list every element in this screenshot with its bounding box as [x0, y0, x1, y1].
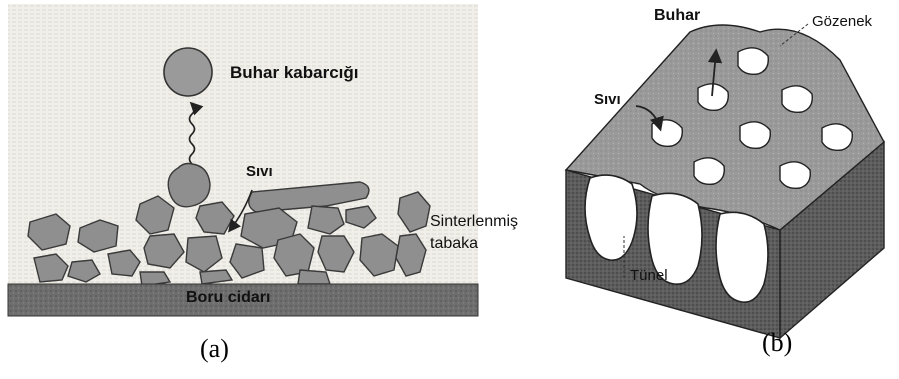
figure-b [566, 24, 884, 338]
pore [822, 124, 852, 150]
sintered-label-line1: Sinterlenmiş [430, 214, 518, 230]
pipe-wall-label: Boru cidarı [186, 290, 270, 306]
pore [652, 120, 682, 146]
pore-label: Gözenek [812, 14, 872, 29]
particle [298, 270, 330, 284]
figure-a [8, 4, 478, 316]
particle [168, 164, 210, 207]
pore [780, 162, 810, 189]
vapor-label: Buhar [654, 8, 700, 24]
pore [694, 158, 724, 185]
vapor-bubble [164, 48, 212, 96]
tunnel-opening [716, 212, 768, 302]
caption-a: (a) [200, 336, 229, 362]
tunnel-label: Tünel [630, 268, 668, 283]
liquid-label-b: Sıvı [594, 92, 621, 107]
pore [738, 48, 768, 75]
liquid-label-a: Sıvı [246, 164, 273, 179]
caption-b: (b) [762, 330, 792, 356]
pore [740, 122, 770, 148]
pore [782, 86, 812, 113]
sintered-label-line2: tabaka [430, 236, 478, 252]
bubble-label: Buhar kabarcığı [230, 64, 359, 81]
